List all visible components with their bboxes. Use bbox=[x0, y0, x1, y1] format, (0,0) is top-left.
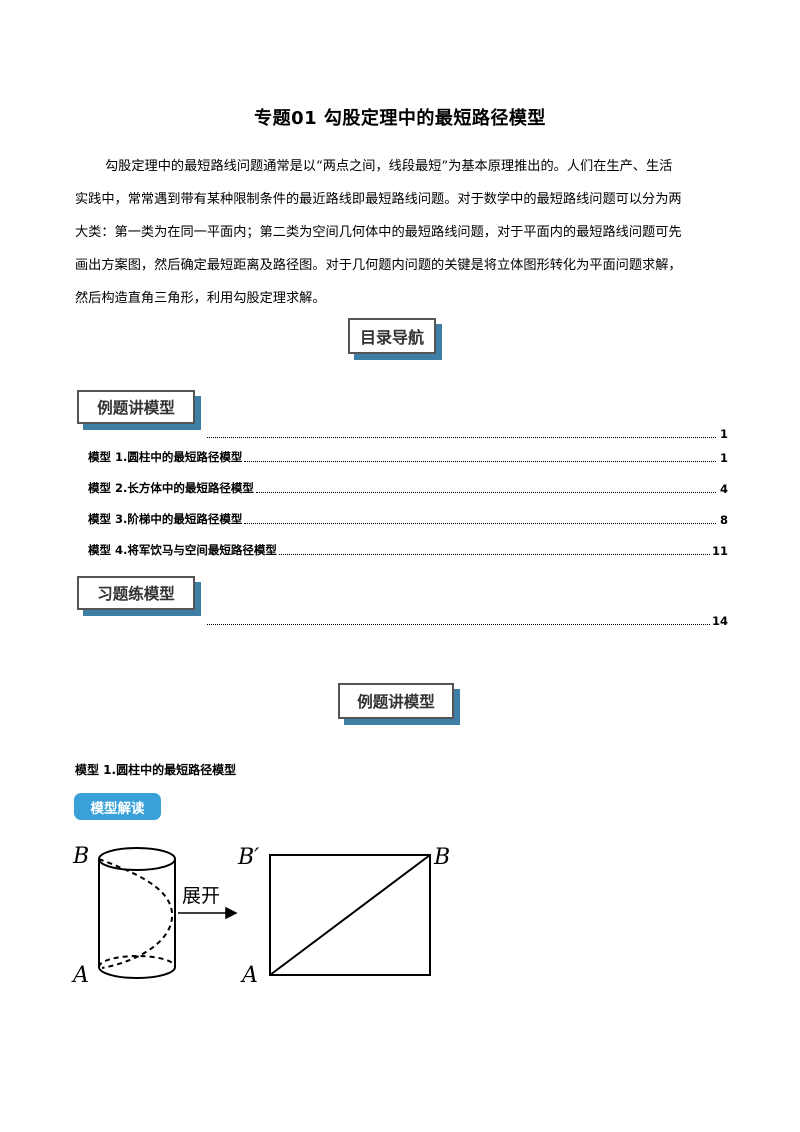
toc-entry-text: 模型 1.圆柱中的最短路径模型 bbox=[88, 450, 243, 464]
intro-line: 然后构造直角三角形，利用勾股定理求解。 bbox=[75, 291, 326, 306]
unfolded-rectangle bbox=[269, 854, 431, 976]
toc-entry-model-1[interactable]: 模型 1.圆柱中的最短路径模型 1 bbox=[88, 449, 728, 465]
toc-leader-dots bbox=[278, 554, 710, 555]
toc-entry-model-3[interactable]: 模型 3.阶梯中的最短路径模型 8 bbox=[88, 511, 728, 527]
point-a-label: A bbox=[240, 963, 258, 988]
toc-heading-box: 目录导航 bbox=[348, 318, 436, 354]
point-b-label: B bbox=[72, 844, 89, 869]
point-b-label: B bbox=[433, 845, 450, 870]
toc-category-label: 习题练模型 bbox=[97, 585, 175, 603]
point-b-prime-label: B′ bbox=[237, 845, 259, 870]
model-tag: 模型解读 bbox=[74, 793, 161, 820]
cylinder-unfold-diagram: B A 展开 B′ B A bbox=[71, 844, 450, 988]
toc-leader-dots bbox=[207, 437, 716, 438]
toc-category-label: 例题讲模型 bbox=[97, 399, 175, 417]
intro-line: 勾股定理中的最短路线问题通常是以“两点之间，线段最短”为基本原理推出的。人们在生… bbox=[105, 159, 673, 174]
model-tag-label: 模型解读 bbox=[90, 800, 145, 817]
toc-category-box-exercises: 习题练模型 bbox=[77, 576, 195, 610]
toc-page-number: 4 bbox=[719, 482, 728, 496]
section-heading-box: 例题讲模型 bbox=[338, 683, 454, 719]
diagonal-shortest-path bbox=[269, 854, 431, 976]
toc-entry-exercises[interactable]: 14 bbox=[205, 612, 728, 628]
toc-entry-text: 模型 4.将军饮马与空间最短路径模型 bbox=[88, 543, 277, 557]
toc-page-number: 1 bbox=[719, 427, 728, 441]
section-heading: 例题讲模型 bbox=[357, 693, 435, 711]
toc-page-number: 11 bbox=[711, 544, 728, 558]
toc-leader-dots bbox=[207, 624, 710, 625]
toc-entry-model-2[interactable]: 模型 2.长方体中的最短路径模型 4 bbox=[88, 480, 728, 496]
toc-heading: 目录导航 bbox=[359, 328, 424, 347]
toc-category-box-examples: 例题讲模型 bbox=[77, 390, 195, 424]
toc-page-number: 1 bbox=[719, 451, 728, 465]
toc-leader-dots bbox=[255, 492, 716, 493]
document-title: 专题01 勾股定理中的最短路径模型 bbox=[254, 108, 546, 129]
toc-leader-dots bbox=[244, 461, 716, 462]
model-subheading: 模型 1.圆柱中的最短路径模型 bbox=[75, 763, 237, 777]
toc-page-number: 14 bbox=[711, 614, 728, 628]
intro-paragraph: 勾股定理中的最短路线问题通常是以“两点之间，线段最短”为基本原理推出的。人们在生… bbox=[75, 150, 727, 315]
toc-entry-model-4[interactable]: 模型 4.将军饮马与空间最短路径模型 11 bbox=[88, 542, 728, 558]
cylinder-shortest-path bbox=[98, 858, 174, 969]
intro-line: 画出方案图，然后确定最短距离及路径图。对于几何题内问题的关键是将立体图形转化为平… bbox=[75, 258, 682, 273]
toc-leader-dots bbox=[244, 523, 716, 524]
intro-line: 大类：第一类为在同一平面内；第二类为空间几何体中的最短路线问题，对于平面内的最短… bbox=[75, 225, 682, 240]
point-a-label: A bbox=[71, 963, 89, 988]
toc-entry-text: 模型 3.阶梯中的最短路径模型 bbox=[88, 512, 243, 526]
toc-entry-examples[interactable]: 1 bbox=[205, 425, 728, 441]
cylinder-top-ellipse bbox=[98, 847, 176, 871]
intro-line: 实践中，常常遇到带有某种限制条件的最近路线即最短路线问题。对于数学中的最短路线问… bbox=[75, 192, 682, 207]
cylinder-bottom-front-arc bbox=[98, 966, 176, 979]
unfold-label: 展开 bbox=[182, 885, 220, 907]
cylinder-bottom-back-arc bbox=[98, 955, 176, 968]
toc-entry-text: 模型 2.长方体中的最短路径模型 bbox=[88, 481, 254, 495]
unfold-arrow bbox=[178, 906, 238, 920]
toc-page-number: 8 bbox=[719, 513, 728, 527]
cylinder-figure bbox=[98, 847, 176, 979]
